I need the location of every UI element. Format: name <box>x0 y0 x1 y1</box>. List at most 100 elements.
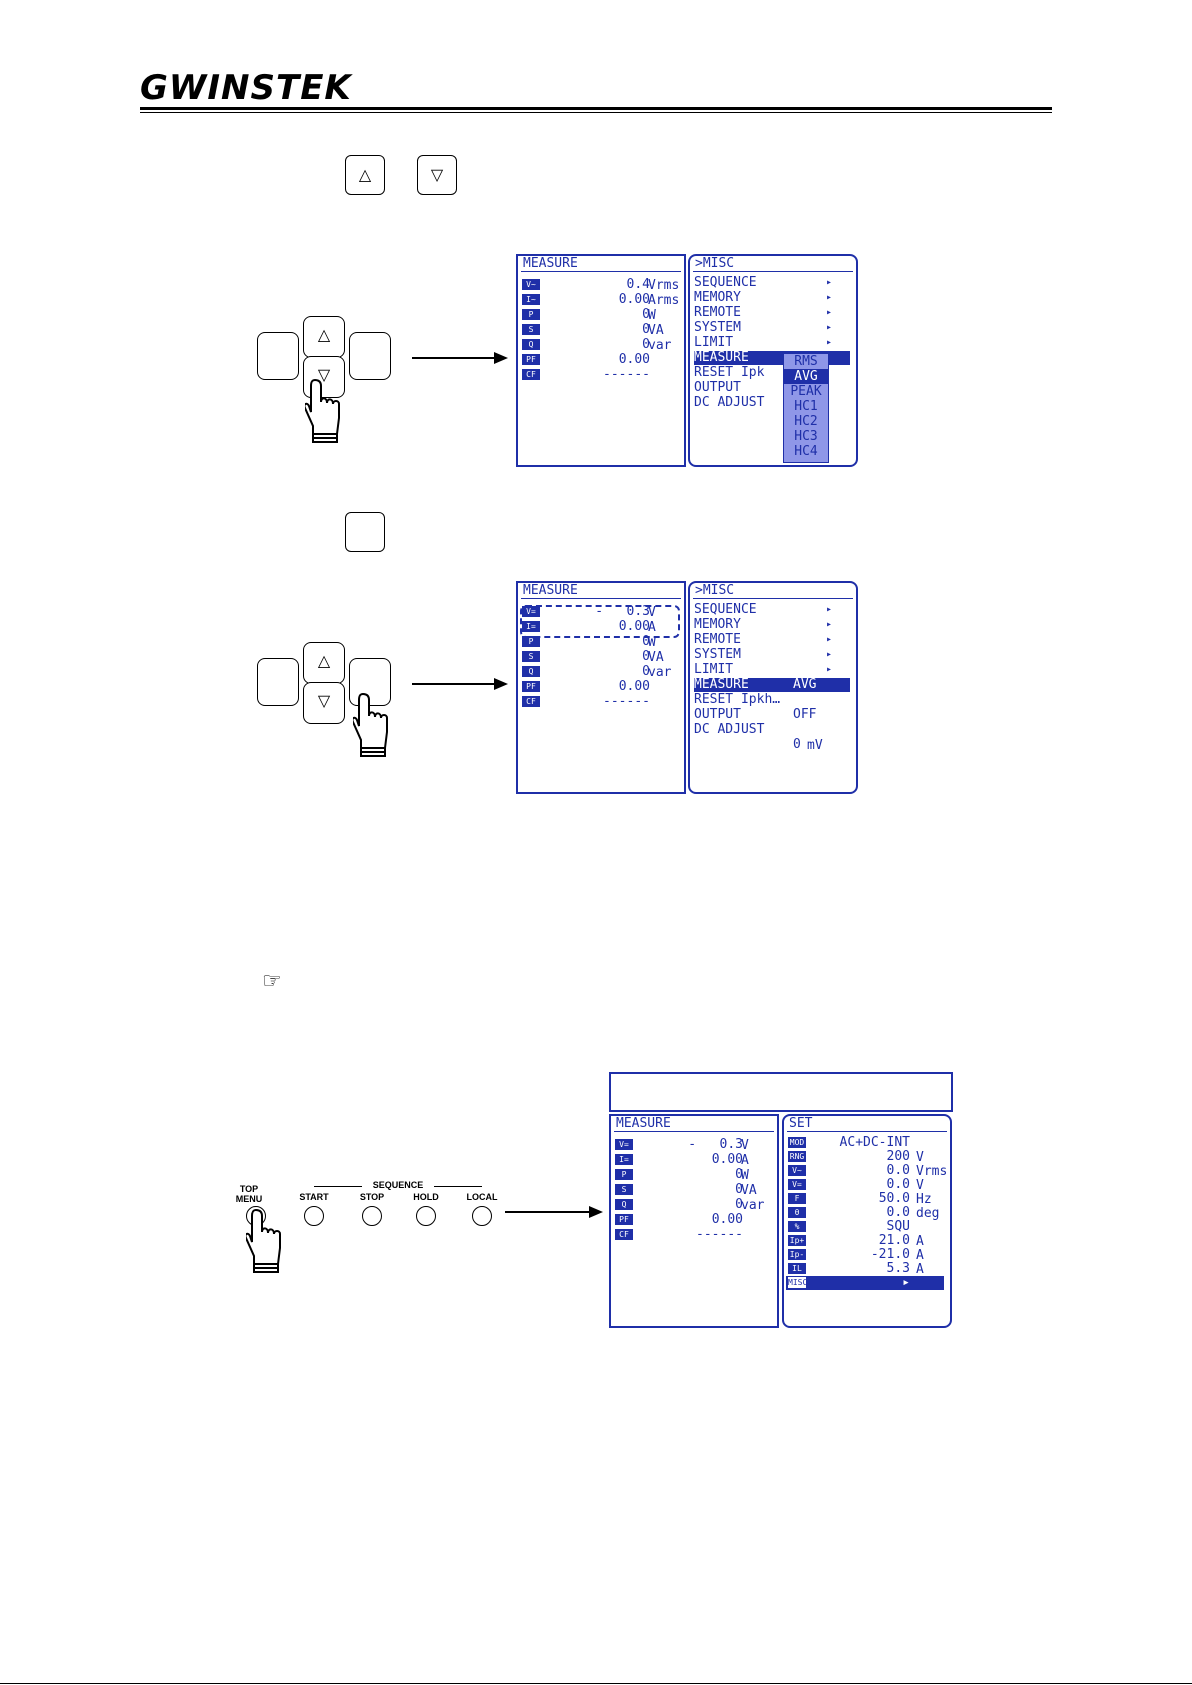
measure-title: MEASURE <box>521 256 681 272</box>
misc-menu-label: RESET Ipkh… <box>694 692 781 707</box>
misc-menu-item[interactable]: DC ADJUST <box>694 396 850 410</box>
misc-menu-item[interactable]: SYSTEM▸ <box>694 321 850 335</box>
footer-rule <box>0 1683 1192 1684</box>
misc-menu-item[interactable]: SEQUENCE▸ <box>694 603 850 617</box>
measure-value: ------ <box>603 367 650 382</box>
set-label-tag: V= <box>788 1179 806 1190</box>
arrow-line <box>505 1211 591 1213</box>
submenu-option[interactable]: HC1 <box>794 399 818 414</box>
set-label-tag: F <box>788 1193 806 1204</box>
misc-menu-item[interactable]: DC ADJUST <box>694 723 850 737</box>
set-label-tag: % <box>788 1221 806 1232</box>
measure-unit: var <box>741 1198 765 1213</box>
measure-unit: Arms <box>648 293 680 308</box>
misc-menu-item[interactable]: RESET Ipk <box>694 366 850 380</box>
measure-value: 0 <box>642 307 650 322</box>
measure-value: 0 <box>735 1167 743 1182</box>
misc-menu-item[interactable]: RESET Ipkh… <box>694 693 850 707</box>
set-value: -21.0 <box>870 1247 910 1262</box>
start-button[interactable] <box>304 1206 324 1226</box>
measure-title: MEASURE <box>521 583 681 599</box>
set-value: 200 <box>886 1149 910 1164</box>
measure-label-tag: P <box>522 309 540 320</box>
local-button[interactable] <box>472 1206 492 1226</box>
hold-label: HOLD <box>413 1192 439 1202</box>
misc-menu-item[interactable]: SEQUENCE▸ <box>694 276 850 290</box>
measure-unit: W <box>648 635 656 650</box>
submenu-option[interactable]: PEAK <box>790 384 822 399</box>
arrow-line <box>412 357 498 359</box>
dc-adjust-value: 0 <box>793 737 801 752</box>
left-key[interactable] <box>257 332 299 380</box>
submenu-option[interactable]: HC3 <box>794 429 818 444</box>
measure-label-tag: V~ <box>522 279 540 290</box>
set-unit: deg <box>916 1206 940 1221</box>
misc-screen-2: >MISC SEQUENCE▸MEMORY▸REMOTE▸SYSTEM▸LIMI… <box>688 581 858 794</box>
stop-label: STOP <box>359 1192 385 1202</box>
measure-label-tag: I= <box>522 621 540 632</box>
set-label-tag: V~ <box>788 1165 806 1176</box>
measure-value: 0 <box>642 664 650 679</box>
measure-unit: VA <box>648 323 664 338</box>
arrow-head-icon <box>589 1206 603 1218</box>
hold-button[interactable] <box>416 1206 436 1226</box>
measure-label-tag: Q <box>522 666 540 677</box>
right-key[interactable] <box>349 332 391 380</box>
down-key[interactable]: ▽ <box>303 682 345 724</box>
chevron-right-icon: ▸ <box>825 277 832 288</box>
set-unit: V <box>916 1178 924 1193</box>
misc-menu-label: SYSTEM <box>694 647 741 662</box>
up-key[interactable]: △ <box>303 316 345 358</box>
measure-label-tag: CF <box>522 696 540 707</box>
set-value: SQU <box>886 1219 910 1234</box>
chevron-right-icon: ▸ <box>825 604 832 615</box>
measure-unit: Vrms <box>648 278 680 293</box>
down-key-icon: ▽ <box>417 155 457 195</box>
misc-menu-item[interactable]: OUTPUT <box>694 381 850 395</box>
misc-menu-label: LIMIT <box>694 662 734 677</box>
misc-menu-item[interactable]: REMOTE▸ <box>694 633 850 647</box>
set-row[interactable]: % SQU <box>786 1220 944 1234</box>
measure-unit: VA <box>648 650 664 665</box>
measure-value: - 0.3 <box>595 604 650 619</box>
submenu-option[interactable]: RMS <box>794 354 818 369</box>
misc-menu-item[interactable]: SYSTEM▸ <box>694 648 850 662</box>
misc-menu-item[interactable]: MEASURE <box>694 678 850 692</box>
misc-menu-item[interactable]: OUTPUT <box>694 708 850 722</box>
measure-value: 0 <box>735 1197 743 1212</box>
misc-menu-item[interactable]: MEMORY▸ <box>694 291 850 305</box>
misc-menu-item[interactable]: MEMORY▸ <box>694 618 850 632</box>
up-key[interactable]: △ <box>303 642 345 684</box>
misc-menu-item[interactable]: REMOTE▸ <box>694 306 850 320</box>
misc-menu-item[interactable]: LIMIT▸ <box>694 663 850 677</box>
set-unit: Hz <box>916 1192 932 1207</box>
set-row[interactable]: MISC▸ <box>786 1276 944 1290</box>
pointing-hand-icon <box>353 692 388 757</box>
measure-label-tag: S <box>615 1184 633 1195</box>
set-unit: V <box>916 1150 924 1165</box>
measure-label-tag: Q <box>615 1199 633 1210</box>
misc-menu-item[interactable]: LIMIT▸ <box>694 336 850 350</box>
submenu-option[interactable]: AVG <box>784 369 828 384</box>
measure-unit: var <box>648 665 672 680</box>
misc-menu-label: REMOTE <box>694 632 741 647</box>
stop-button[interactable] <box>362 1206 382 1226</box>
start-label: START <box>299 1192 329 1202</box>
left-key[interactable] <box>257 658 299 706</box>
measure-value: 0.00 <box>618 352 650 367</box>
keypad-2: △ ▽ <box>257 642 407 762</box>
submenu-option[interactable]: HC2 <box>794 414 818 429</box>
submenu-option[interactable]: HC4 <box>794 444 818 459</box>
